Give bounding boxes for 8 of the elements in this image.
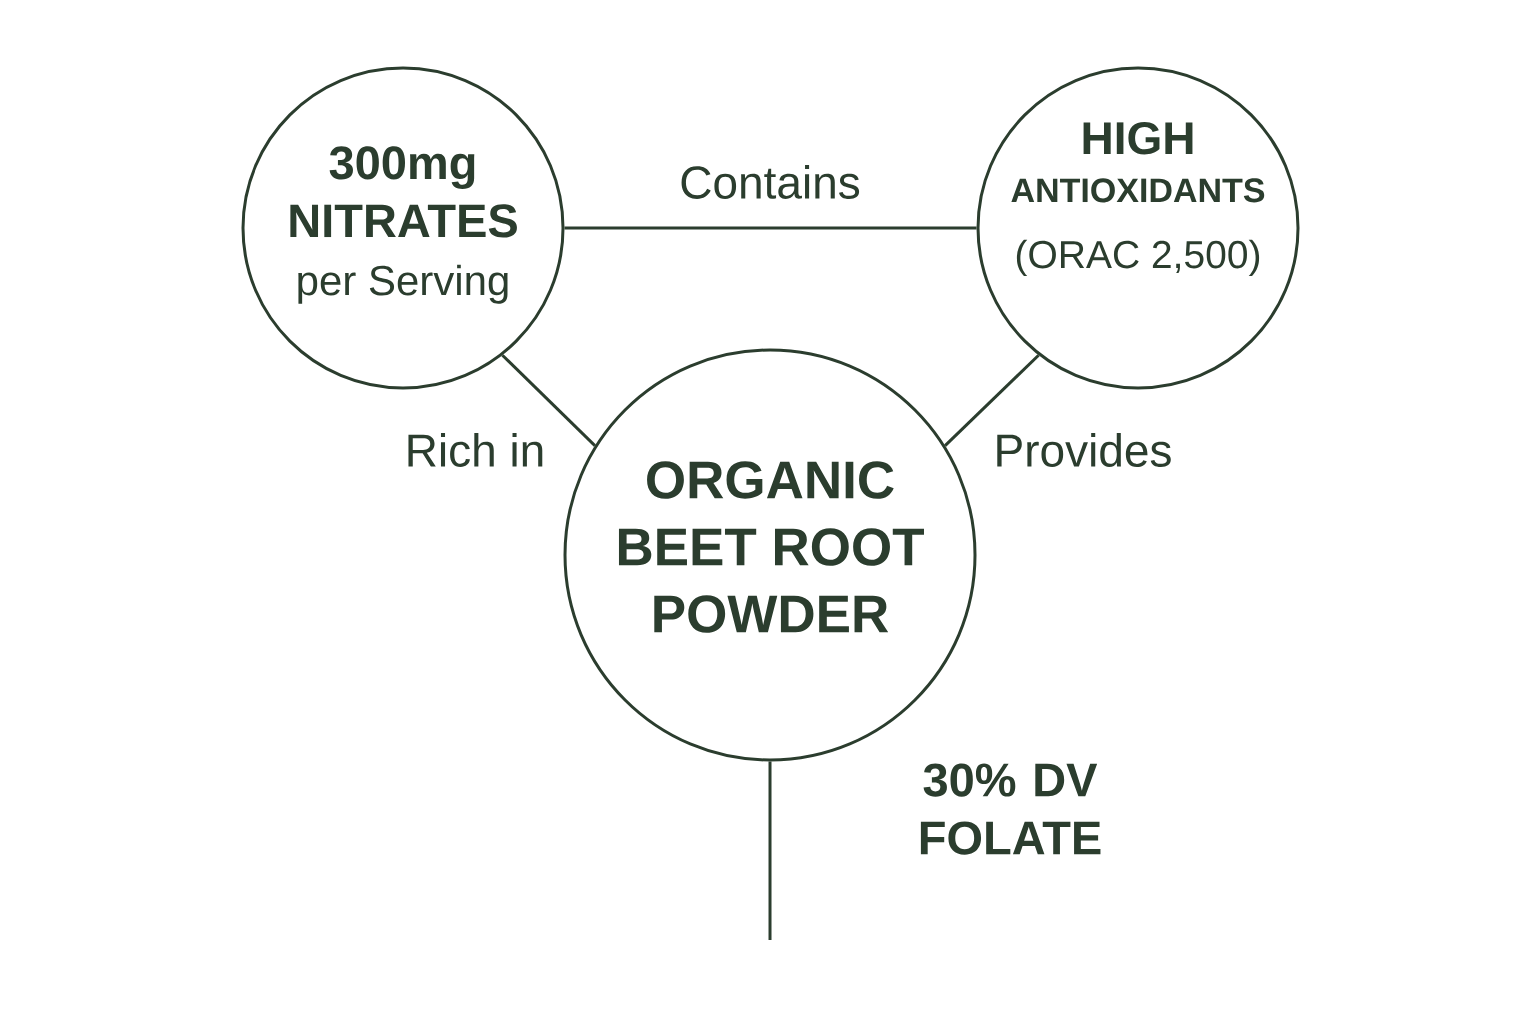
connector-line xyxy=(944,354,1040,447)
connector-line xyxy=(768,761,772,940)
edge-label: Contains xyxy=(675,161,865,203)
edge-label: Rich in xyxy=(400,429,550,471)
connector-line xyxy=(564,226,977,230)
connector-line xyxy=(501,354,596,447)
edge-label: Provides xyxy=(989,429,1177,471)
edge-label: 30% DV FOLATE xyxy=(906,759,1114,859)
